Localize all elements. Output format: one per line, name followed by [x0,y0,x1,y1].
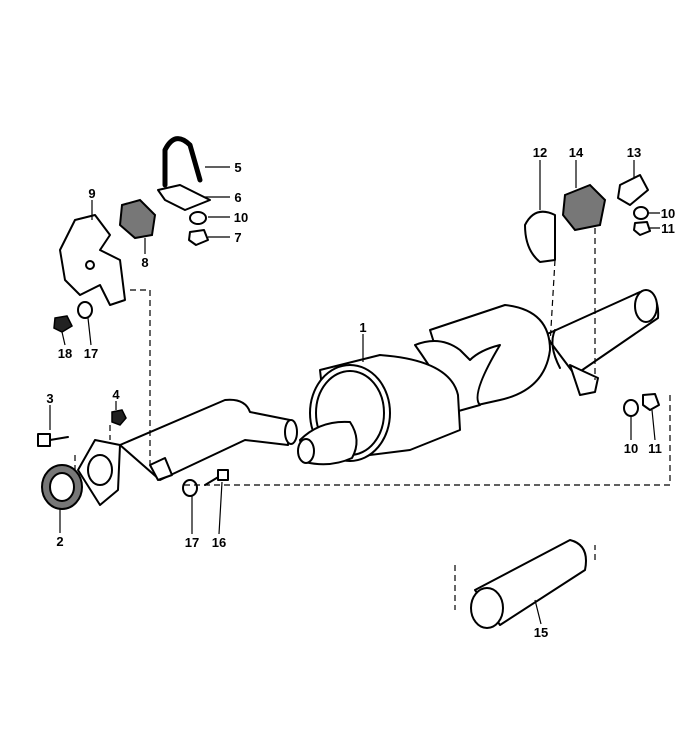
label-17: 17 [84,346,98,361]
label-10-right: 10 [661,206,675,221]
label-11-lower: 11 [648,441,662,456]
label-9: 9 [88,186,95,201]
u-bolt-5 [162,136,203,188]
label-6: 6 [234,190,241,205]
label-17-lower: 17 [185,535,199,550]
label-10: 10 [234,210,248,225]
bolt-16 [204,469,229,486]
nut-11-lower [642,393,660,411]
label-11-right: 11 [661,221,675,236]
assembly-lines [74,228,671,610]
rubber-mount-8 [118,198,157,240]
bracket-9 [59,214,126,306]
washer-10-lower [623,399,639,417]
nut-18 [53,315,73,333]
label-14: 14 [569,145,584,160]
washer-10 [189,211,207,225]
label-12: 12 [533,145,547,160]
label-4: 4 [112,387,120,402]
label-2: 2 [56,534,63,549]
label-7: 7 [234,230,241,245]
tail-pipe-15 [470,539,587,629]
label-18: 18 [58,346,72,361]
label-1: 1 [359,320,366,335]
washer-10-right [633,206,649,220]
gasket-ring [41,464,83,510]
label-5: 5 [234,160,241,175]
label-13: 13 [627,145,641,160]
part-labels: 1 2 3 4 5 6 7 8 9 10 17 18 12 13 14 10 1… [46,145,675,640]
rear-muffler-tube [544,289,660,376]
clamp-6 [157,184,211,211]
flange [77,439,121,506]
label-15: 15 [534,625,548,640]
washer-17-lower [182,479,198,497]
nut-11-right [633,221,651,236]
label-8: 8 [141,255,148,270]
label-3: 3 [46,391,53,406]
washer-17 [77,301,93,319]
clamp-12 [524,210,556,263]
front-pipe [119,398,298,481]
rubber-mount-14 [561,183,607,232]
bolt-3 [37,433,69,447]
label-10-lower: 10 [624,441,638,456]
label-16: 16 [212,535,226,550]
nut-7 [188,229,209,246]
nut-4 [111,409,127,426]
leader-lines [49,160,660,625]
bracket-13 [617,174,649,206]
hanger-bracket [569,364,599,396]
main-muffler [297,304,551,466]
